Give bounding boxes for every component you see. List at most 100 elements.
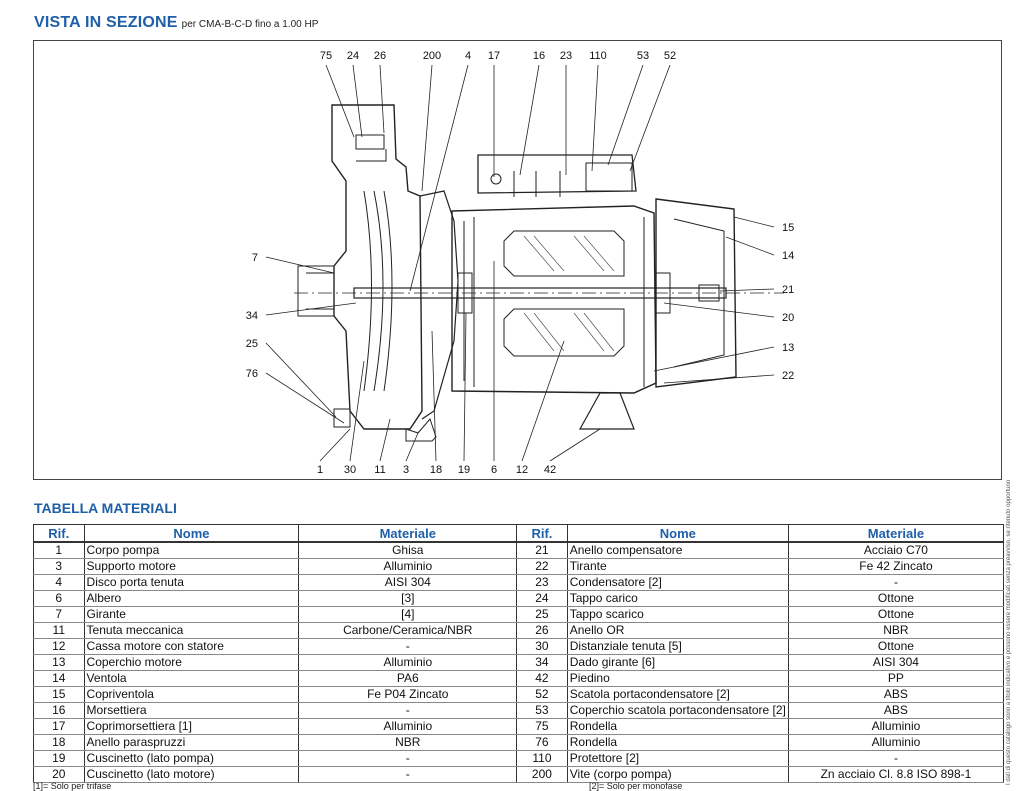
cell-mat: Zn acciaio Cl. 8.8 ISO 898-1 [787,766,1005,783]
cell-ref: 110 [516,750,568,767]
materials-section-title: TABELLA MATERIALI [34,500,177,516]
header-ref: Rif. [33,524,85,543]
cell-mat: NBR [787,622,1005,639]
cell-mat: Alluminio [787,718,1005,735]
cell-ref: 3 [33,558,85,575]
label-200: 200 [423,50,441,62]
cell-mat: Ottone [787,606,1005,623]
cell-ref: 200 [516,766,568,783]
pump-body-outline [331,104,423,430]
cell-ref: 26 [516,622,568,639]
bearing-pump-side [457,272,473,314]
cell-mat: - [298,750,518,767]
header-material: Materiale [787,524,1005,543]
label-13: 13 [782,342,794,354]
label-14: 14 [782,250,794,262]
cell-name: Anello paraspruzzi [83,734,300,751]
label-42: 42 [544,464,556,476]
cell-name: Tappo carico [566,590,789,607]
cell-mat: Alluminio [298,558,518,575]
cell-name: Vite (corpo pompa) [566,766,789,783]
cell-ref: 18 [33,734,85,751]
label-20: 20 [782,312,794,324]
cell-ref: 21 [516,542,568,559]
stator-lower [503,308,625,357]
cell-mat: Fe 42 Zincato [787,558,1005,575]
cell-name: Tappo scarico [566,606,789,623]
header-name: Nome [566,524,789,543]
cell-name: Supporto motore [83,558,300,575]
table-header-row: Rif. Nome Materiale Rif. Nome Materiale [33,524,1005,543]
cell-ref: 52 [516,686,568,703]
cell-name: Tenuta meccanica [83,622,300,639]
cell-ref: 76 [516,734,568,751]
motor-housing [451,205,657,394]
cell-ref: 13 [33,654,85,671]
leader-lines [265,64,775,462]
cell-ref: 15 [33,686,85,703]
label-34: 34 [246,310,258,322]
cell-name: Cassa motore con statore [83,638,300,655]
side-disclaimer-text: I dati di questo catalogo sono a titolo … [1006,479,1012,785]
cell-name: Piedino [566,670,789,687]
cell-name: Cuscinetto (lato motore) [83,766,300,783]
cell-name: Rondella [566,734,789,751]
cell-ref: 19 [33,750,85,767]
fan-blades [673,218,725,368]
cell-ref: 4 [33,574,85,591]
label-7: 7 [252,252,258,264]
cell-mat: NBR [298,734,518,751]
footnote-trifase: [1]= Solo per trifase [33,781,112,791]
cell-name: Girante [83,606,300,623]
cell-ref: 23 [516,574,568,591]
label-4: 4 [465,50,471,62]
cell-ref: 30 [516,638,568,655]
cell-mat: [4] [298,606,518,623]
label-1: 1 [317,464,323,476]
label-21: 21 [782,284,794,296]
cell-mat: Alluminio [298,718,518,735]
cell-name: Corpo pompa [83,542,300,559]
cell-name: Tirante [566,558,789,575]
cell-name: Ventola [83,670,300,687]
cell-mat: - [787,574,1005,591]
cell-mat: Alluminio [787,734,1005,751]
cell-ref: 14 [33,670,85,687]
cell-ref: 42 [516,670,568,687]
header-name: Nome [83,524,300,543]
cell-name: Copriventola [83,686,300,703]
shaft-end [698,284,720,302]
cell-name: Anello compensatore [566,542,789,559]
cell-name: Anello OR [566,622,789,639]
label-52: 52 [664,50,676,62]
label-53: 53 [637,50,649,62]
cell-ref: 20 [33,766,85,783]
cell-mat: ABS [787,686,1005,703]
cell-mat: Acciaio C70 [787,542,1005,559]
label-26: 26 [374,50,386,62]
cell-ref: 24 [516,590,568,607]
fan-cover [655,198,737,388]
stator-upper [503,230,625,277]
terminal-box [477,154,637,194]
footnote-monofase: [2]= Solo per monofase [589,781,683,791]
winding-hatch [523,235,615,352]
label-30: 30 [344,464,356,476]
cell-name: Disco porta tenuta [83,574,300,591]
cell-name: Cuscinetto (lato pompa) [83,750,300,767]
label-11: 11 [374,464,385,476]
cell-mat: Fe P04 Zincato [298,686,518,703]
cell-mat: Carbone/Ceramica/NBR [298,622,518,639]
materials-table: Rif. Nome Materiale Rif. Nome Materiale … [33,524,1005,783]
